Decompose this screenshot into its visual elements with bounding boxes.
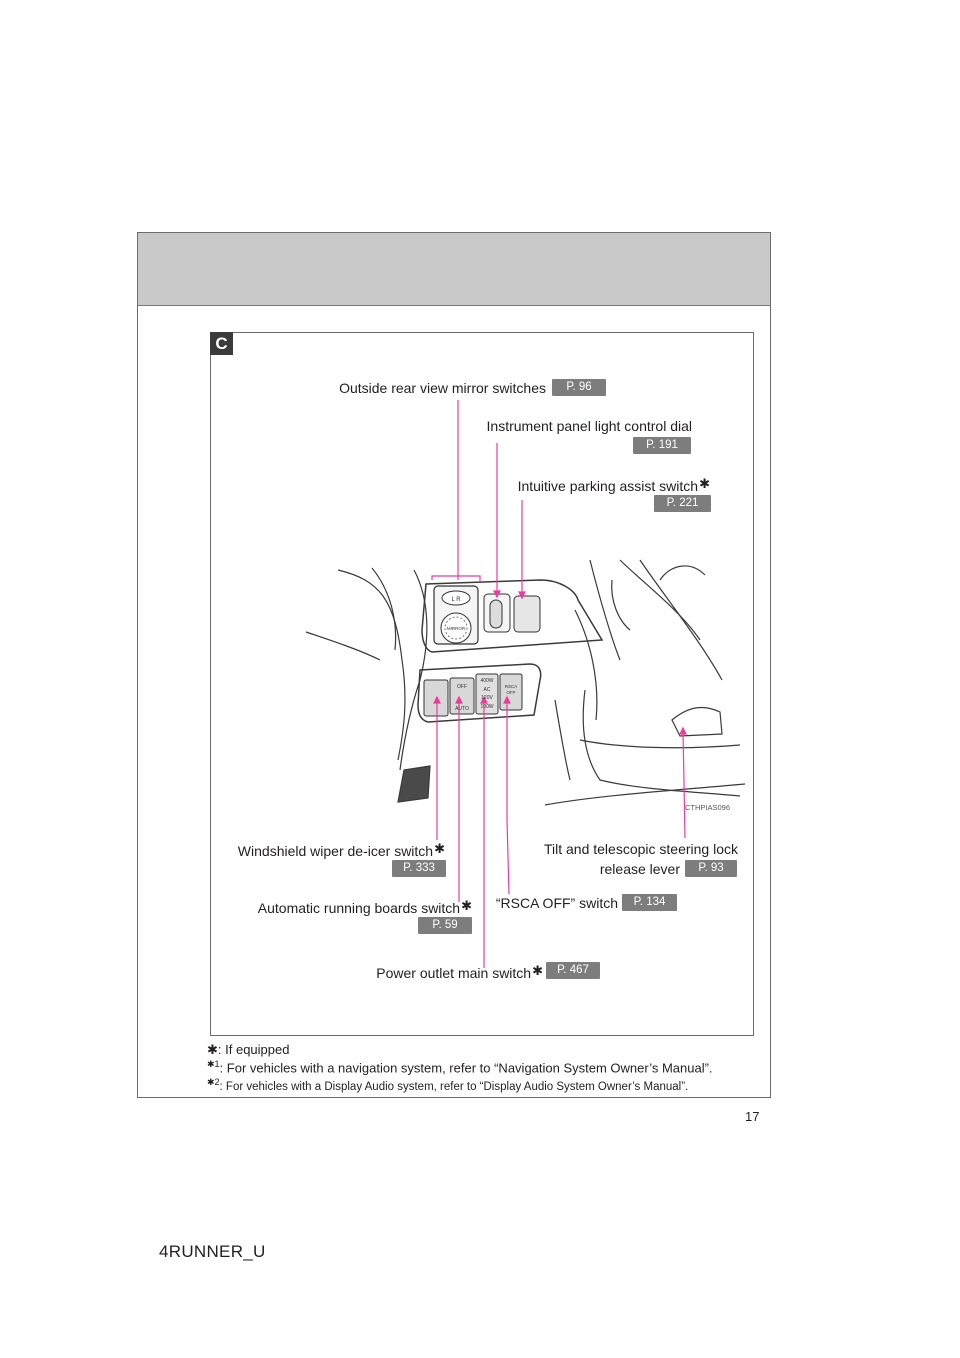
tilt-telescopic-page-ref[interactable]: P. 93 <box>685 860 737 877</box>
footnote-1-text: : For vehicles with a navigation system,… <box>219 1060 713 1076</box>
outlet-label-2: AC <box>484 687 491 693</box>
mirror-switches-page-ref[interactable]: P. 96 <box>552 379 606 396</box>
running-boards-text: Automatic running boards switch <box>257 900 461 916</box>
outlet-label-1: 400W <box>480 678 493 684</box>
parking-assist-page-ref[interactable]: P. 221 <box>654 495 711 512</box>
header-band <box>138 233 770 306</box>
rsca-off-label: “RSCA OFF” switch <box>495 895 618 911</box>
parking-assist-text: Intuitive parking assist switch <box>517 478 699 494</box>
page-frame <box>137 232 771 1098</box>
power-outlet-label: Power outlet main switch✱ <box>300 963 543 981</box>
footnote-equipped-text: : If equipped <box>217 1042 290 1057</box>
switch-auto-text: AUTO <box>455 706 469 712</box>
footnote-1-marker: ✱1 <box>207 1059 220 1069</box>
footnote-equipped-marker: ✱ <box>207 1042 218 1057</box>
wiper-deicer-label: Windshield wiper de-icer switch✱ <box>200 841 445 859</box>
parking-assist-label: Intuitive parking assist switch✱ <box>460 476 710 494</box>
panel-light-dial-label: Instrument panel light control dial <box>486 418 692 434</box>
tilt-telescopic-label-line2: release lever <box>599 861 680 877</box>
footnote-2-marker: ✱2 <box>207 1077 220 1087</box>
power-outlet-asterisk: ✱ <box>532 963 543 978</box>
mirror-label-text: MIRROR <box>447 626 466 631</box>
power-outlet-page-ref[interactable]: P. 467 <box>546 962 600 979</box>
footnote-2-text: : For vehicles with a Display Audio syst… <box>219 1080 689 1093</box>
footnote-1: ✱1: For vehicles with a navigation syste… <box>207 1059 713 1075</box>
running-boards-label: Automatic running boards switch✱ <box>220 898 472 916</box>
outlet-label-4: 100W <box>480 704 493 710</box>
section-letter: C <box>210 332 233 355</box>
rsca-label-2: OFF <box>507 690 516 695</box>
panel-light-dial-page-ref[interactable]: P. 191 <box>633 437 691 454</box>
rsca-label-1: RSCA <box>505 684 518 689</box>
power-outlet-text: Power outlet main switch <box>376 965 532 981</box>
wiper-deicer-page-ref[interactable]: P. 333 <box>392 860 446 877</box>
section-frame <box>210 332 754 1036</box>
running-boards-asterisk: ✱ <box>461 898 472 913</box>
outlet-label-3: 120V <box>481 695 493 701</box>
parking-assist-asterisk: ✱ <box>699 476 710 491</box>
switch-off-text: OFF <box>457 684 467 690</box>
tilt-telescopic-label-line1: Tilt and telescopic steering lock <box>543 841 738 857</box>
wiper-deicer-asterisk: ✱ <box>434 841 445 856</box>
mirror-switches-label: Outside rear view mirror switches <box>339 380 546 396</box>
footnote-equipped: ✱: If equipped <box>207 1042 289 1058</box>
footnote-2: ✱2: For vehicles with a Display Audio sy… <box>207 1077 688 1093</box>
illustration-code: CTHPIAS096 <box>685 803 731 812</box>
mirror-lr-text: L R <box>451 597 461 603</box>
rsca-off-page-ref[interactable]: P. 134 <box>622 894 677 911</box>
running-boards-page-ref[interactable]: P. 59 <box>418 917 472 934</box>
document-code: 4RUNNER_U <box>159 1242 266 1261</box>
page-number: 17 <box>745 1109 760 1124</box>
wiper-deicer-text: Windshield wiper de-icer switch <box>237 843 434 859</box>
